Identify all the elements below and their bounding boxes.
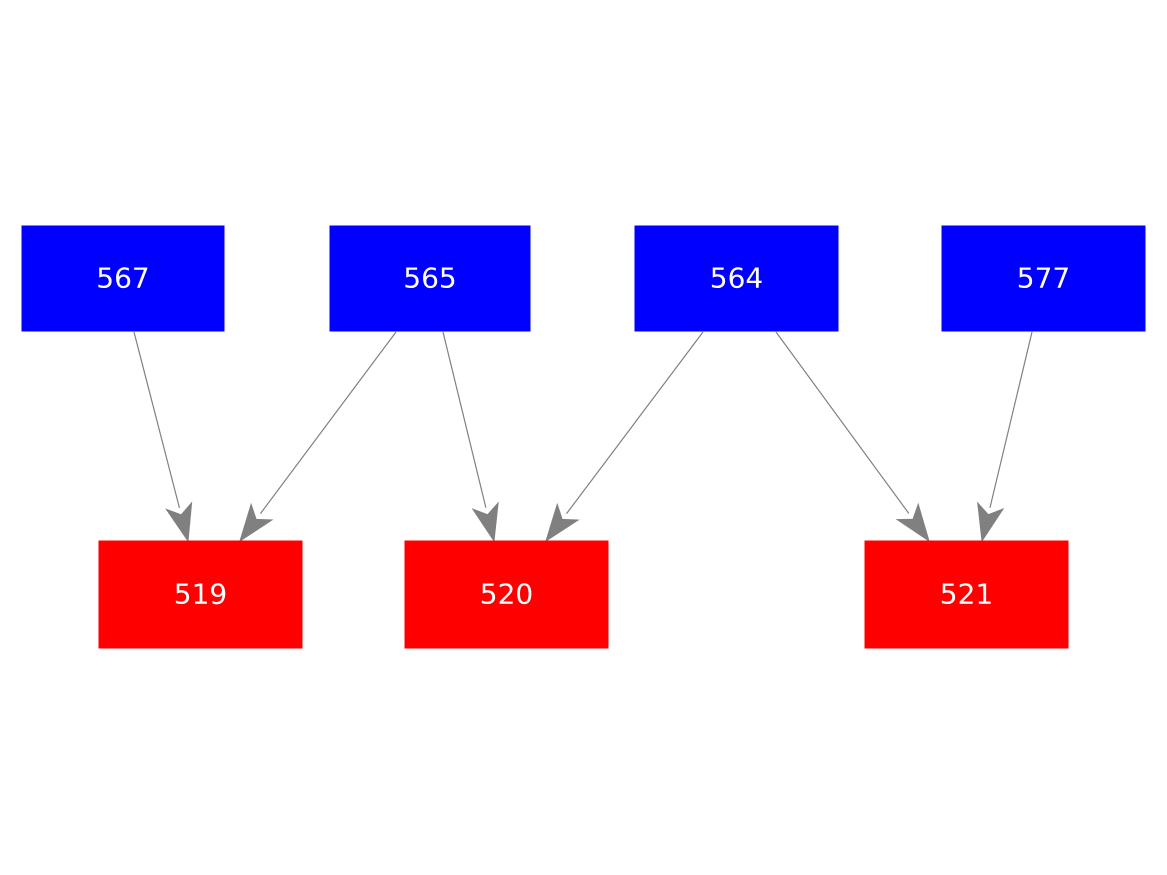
node-box[interactable] [329,225,531,332]
node-564[interactable]: 564 [634,225,839,332]
edge-arrowhead-icon [545,502,580,543]
edge-564-to-520 [545,331,704,543]
node-box[interactable] [864,540,1069,649]
edge-565-to-519 [239,331,397,543]
node-box[interactable] [404,540,609,649]
node-519[interactable]: 519 [98,540,303,649]
edge-line [442,331,487,508]
edge-line [133,331,181,509]
edge-564-to-521 [775,331,930,543]
node-521[interactable]: 521 [864,540,1069,649]
edge-line [566,331,704,515]
node-565[interactable]: 565 [329,225,531,332]
edge-567-to-519 [133,331,193,543]
node-box[interactable] [941,225,1146,332]
edge-arrowhead-icon [895,502,930,543]
node-box[interactable] [634,225,839,332]
node-520[interactable]: 520 [404,540,609,649]
edge-577-to-521 [977,331,1033,543]
edge-arrowhead-icon [165,501,193,543]
edge-line [259,331,397,514]
node-577[interactable]: 577 [941,225,1146,332]
edge-arrowhead-icon [471,501,499,543]
edge-565-to-520 [442,331,499,543]
edge-line [989,331,1033,508]
edge-line [775,331,910,514]
edge-arrowhead-icon [977,501,1005,543]
node-box[interactable] [98,540,303,649]
node-box[interactable] [21,225,225,332]
node-567[interactable]: 567 [21,225,225,332]
edges-layer [133,331,1033,543]
edge-arrowhead-icon [239,502,274,543]
